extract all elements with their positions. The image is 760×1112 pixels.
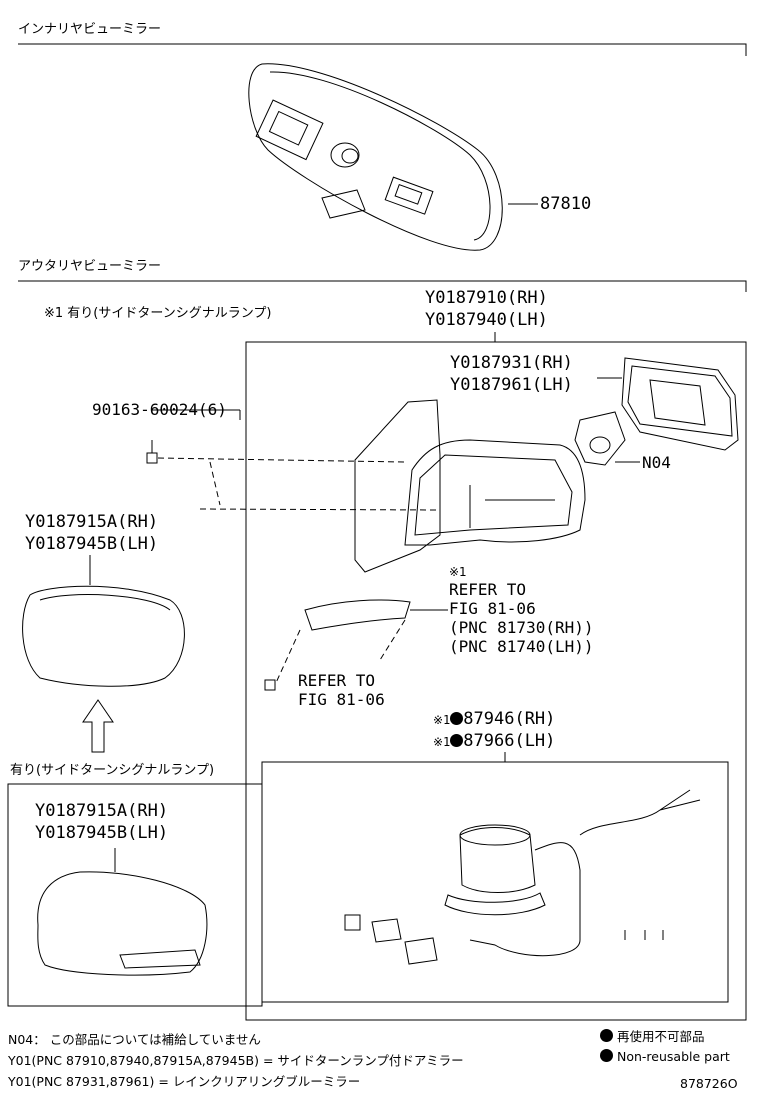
assembly-box xyxy=(245,341,747,1021)
part-label-glass-lh[interactable]: Y0187961(LH) xyxy=(450,375,573,395)
footer-y01-note2: Y01(PNC 87931,87961) = レインクリアリングブルーミラー xyxy=(8,1074,361,1089)
ref1-mark: ※1 xyxy=(449,565,467,579)
part-label-cover2-lh[interactable]: Y0187945B(LH) xyxy=(35,823,169,843)
inner-section-bracket xyxy=(18,43,747,56)
part-label-cover-lh[interactable]: Y0187945B(LH) xyxy=(25,534,159,554)
motor-lh-mark: ※1 xyxy=(433,735,451,749)
ref2-line-a: REFER TO xyxy=(298,671,376,690)
ref1-line-b[interactable]: FIG 81-06 xyxy=(449,599,536,618)
mirror-housing-illustration xyxy=(354,399,586,573)
legend-jp: 再使用不可部品 xyxy=(600,1029,705,1044)
motor-rh-mark: ※1 xyxy=(433,713,451,727)
signal-lamp-caption: 有り(サイドターンシグナルランプ) xyxy=(10,763,215,778)
turn-lamp-illustration xyxy=(264,599,448,691)
note-signal-lamp: ※1 有り(サイドターンシグナルランプ) xyxy=(44,306,272,321)
part-label-87810[interactable]: 87810 xyxy=(540,194,592,214)
section-title-outer-mirror: アウタリヤビューミラー xyxy=(18,259,162,274)
motor-lh-number: 87966(LH) xyxy=(463,731,556,751)
part-label-motor-lh[interactable]: ※1 87966(LH) xyxy=(433,733,555,750)
part-label-n04[interactable]: N04 xyxy=(642,453,671,472)
part-label-glass-rh[interactable]: Y0187931(RH) xyxy=(450,353,573,373)
legend-jp-text: 再使用不可部品 xyxy=(616,1029,705,1044)
legend-en-text: Non-reusable part xyxy=(616,1049,730,1064)
legend-dot-icon xyxy=(600,1049,613,1062)
actuator-box xyxy=(261,761,729,1003)
up-arrow-icon xyxy=(82,699,114,753)
actuator-illustration xyxy=(344,789,701,965)
screw-illustration xyxy=(146,409,441,511)
part-label-motor-rh[interactable]: ※1 87946(RH) xyxy=(433,711,555,728)
inner-mirror-illustration xyxy=(248,63,538,251)
outer-section-bracket xyxy=(18,280,747,292)
non-reusable-dot-icon xyxy=(450,712,464,725)
part-label-cover2-rh[interactable]: Y0187915A(RH) xyxy=(35,801,169,821)
footer-y01-note1: Y01(PNC 87910,87940,87915A,87945B) = サイド… xyxy=(8,1053,464,1068)
ref1-line-a: REFER TO xyxy=(449,580,527,599)
section-title-inner-mirror: インナリヤビューミラー xyxy=(18,22,162,37)
legend-en: Non-reusable part xyxy=(600,1049,730,1064)
legend-dot-icon xyxy=(600,1029,613,1042)
ref2-line-b[interactable]: FIG 81-06 xyxy=(298,690,385,709)
mirror-glass-illustration xyxy=(597,357,739,451)
non-reusable-dot-icon xyxy=(450,734,464,747)
ref1-line-c: (PNC 81730(RH)) xyxy=(449,618,594,637)
motor-rh-number: 87946(RH) xyxy=(463,709,556,729)
part-label-assy-lh[interactable]: Y0187940(LH) xyxy=(425,310,548,330)
mirror-cover-illustration xyxy=(22,555,185,687)
part-label-cover-rh[interactable]: Y0187915A(RH) xyxy=(25,512,159,532)
part-label-screw[interactable]: 90163-60024(6) xyxy=(92,400,227,419)
mirror-cover-with-signal-illustration xyxy=(37,848,208,976)
part-label-assy-rh[interactable]: Y0187910(RH) xyxy=(425,288,548,308)
n04-part-illustration xyxy=(574,411,640,466)
ref1-line-d: (PNC 81740(LH)) xyxy=(449,637,594,656)
footer-n04-note: N04： この部品については補給していません xyxy=(8,1032,261,1047)
figure-id: 878726O xyxy=(680,1076,738,1091)
